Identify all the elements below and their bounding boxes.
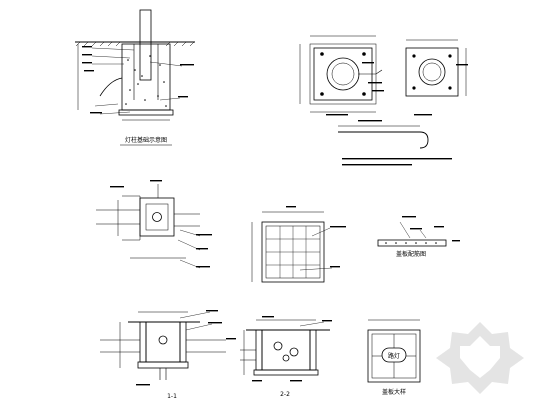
section-1-1-label: 1-1 (167, 393, 177, 400)
lamp-label: 路灯 (388, 352, 400, 360)
watermark-logo (436, 322, 524, 394)
pole-foundation-caption: 灯柱基础示意图 (125, 136, 167, 144)
foundation-plan-detail (299, 35, 467, 149)
cover-reinforcement-plan (251, 211, 333, 283)
cover-large-sample (367, 319, 421, 383)
section-1-1-leader-text (136, 310, 236, 386)
pole-foundation-leader-text (82, 46, 194, 114)
lamp-pole (139, 9, 152, 81)
pole-foundation-detail (75, 9, 195, 121)
section-2-2-label: 2-2 (280, 391, 290, 398)
section-2-2-detail (240, 319, 330, 376)
section-2-2-leader-text (252, 316, 332, 382)
cover-section-detail (377, 221, 447, 247)
cover-big-caption: 盖板大样 (382, 388, 406, 396)
cover-caption: 盖板配筋图 (396, 250, 426, 258)
plan-leader-text (326, 62, 468, 166)
cover-section-leader-text (402, 216, 460, 242)
junction-box-plan (96, 184, 201, 269)
junction-box-leader-text (110, 180, 212, 268)
cover-leader-text (286, 206, 346, 268)
section-1-1-detail (100, 311, 226, 380)
